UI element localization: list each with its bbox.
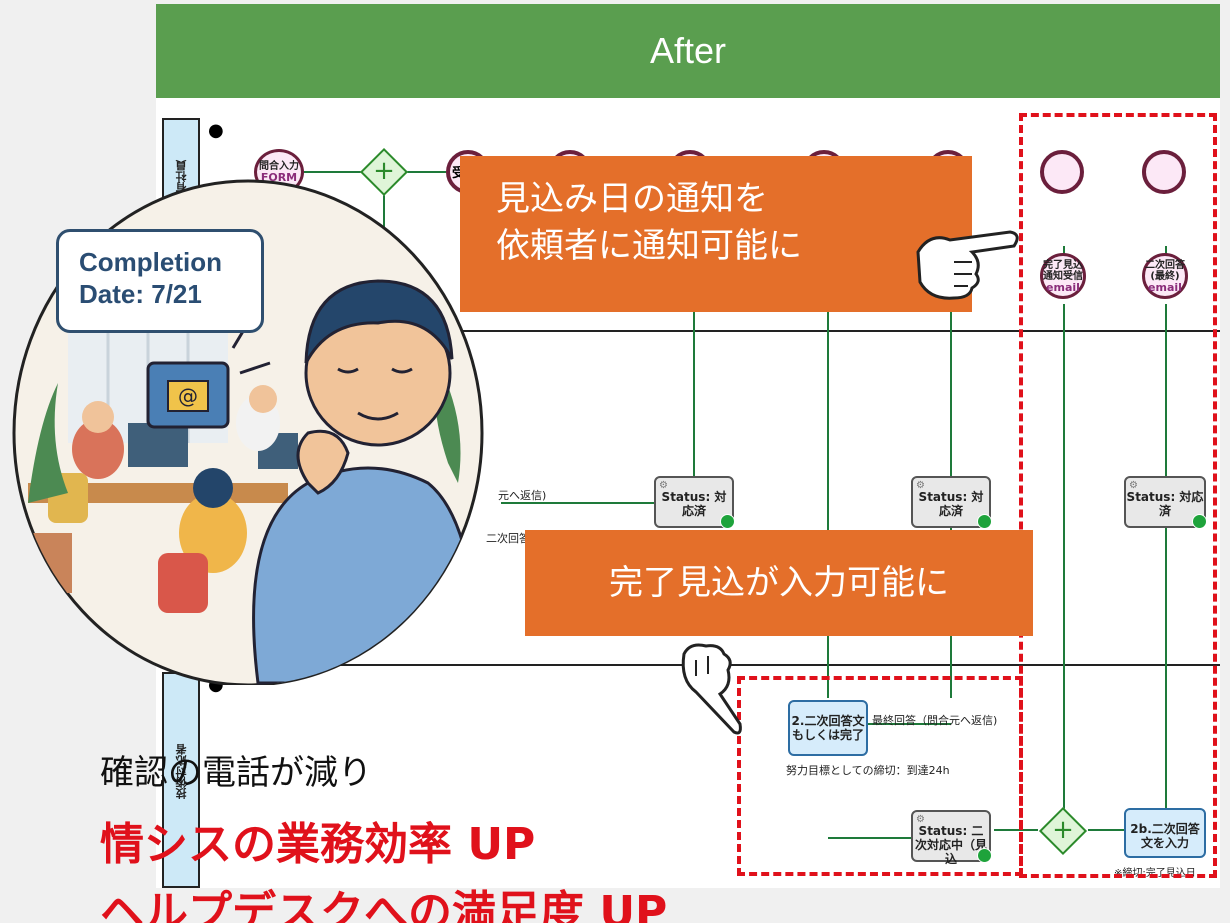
highlight-box-bottom — [737, 676, 1023, 876]
bubble-line1: Completion — [79, 247, 222, 277]
completion-notice-line2: 通知受信 — [1043, 270, 1083, 282]
status-second-task[interactable]: ⚙ Status: 二次対応中（見込 — [911, 810, 992, 866]
person-icon: ● — [208, 120, 224, 141]
flow-label: 元へ返信) — [498, 489, 547, 502]
notify-callout-line1: 見込み日の通知を — [496, 179, 768, 219]
gear-icon: ⚙ — [1129, 480, 1138, 491]
completion-notice-event[interactable]: 完了見込 通知受信 email — [1040, 253, 1086, 299]
gear-icon: ⚙ — [916, 814, 925, 825]
header-title: After — [649, 30, 727, 71]
doc-icon — [720, 514, 735, 529]
doc-icon — [1192, 514, 1207, 529]
pointing-hand-icon — [916, 230, 1019, 300]
second-answer-line1: 二次回答 — [1145, 259, 1185, 271]
start-event-sub: FORM — [260, 171, 298, 184]
plus-icon: + — [373, 156, 395, 186]
lane-label-bottom: 技術対応者 — [162, 672, 200, 888]
task-2b[interactable]: 2b.二次回答文を入力 — [1124, 808, 1206, 858]
notify-callout: 見込み日の通知を 依頼者に通知可能に — [460, 156, 972, 312]
plus-icon: + — [1052, 815, 1074, 845]
pointing-hand-down-icon — [681, 643, 742, 735]
flow-label: 二次回答 — [486, 532, 530, 545]
illustration: @ Completion Date: 7/21 — [8, 163, 488, 687]
end-event[interactable] — [1142, 150, 1186, 194]
status-done-task[interactable]: ⚙ Status: 対応済 — [1124, 476, 1207, 529]
second-answer-task[interactable]: 2.二次回答文もしくは完了 — [788, 700, 868, 756]
flow-label: 最終回答（問合元へ返信) — [872, 714, 998, 727]
summary-line-3: ヘルプデスクへの満足度 UP — [100, 887, 668, 923]
flow-label: 努力目標としての締切：到達24h — [786, 764, 950, 777]
completion-notice-sub: email — [1046, 280, 1080, 294]
second-answer-sub: email — [1148, 280, 1182, 294]
completion-speech-bubble: Completion Date: 7/21 — [56, 229, 264, 333]
input-callout: 完了見込が入力可能に — [525, 530, 1033, 636]
start-event-label: 問合入力 — [259, 161, 299, 172]
end-event[interactable] — [1040, 150, 1084, 194]
gear-icon: ⚙ — [916, 480, 925, 491]
doc-icon — [977, 848, 992, 863]
bubble-line2: Date: 7/21 — [79, 279, 202, 309]
input-callout-text: 完了見込が入力可能に — [609, 562, 949, 603]
status-done-label: Status: 対応済 — [918, 490, 984, 518]
second-answer-task-label: 2.二次回答文もしくは完了 — [791, 714, 865, 742]
completion-notice-line1: 完了見込 — [1043, 259, 1083, 271]
second-answer-line2: (最終) — [1150, 270, 1180, 282]
task-2b-label: 2b.二次回答文を入力 — [1130, 822, 1200, 850]
summary-line-2: 情シスの業務効率 UP — [100, 819, 536, 870]
gear-icon: ⚙ — [659, 480, 668, 491]
flow-label: ※締切:完了見込日 — [1114, 868, 1196, 879]
status-done-label: Status: 対応済 — [661, 490, 727, 518]
notify-callout-line2: 依頼者に通知可能に — [496, 226, 802, 266]
status-done-task[interactable]: ⚙ Status: 対応済 — [654, 476, 735, 529]
summary-line-1: 確認の電話が減り — [100, 753, 372, 793]
svg-text:@: @ — [178, 384, 198, 408]
header-bar: After — [156, 4, 1220, 98]
highlight-box-right — [1019, 113, 1217, 878]
doc-icon — [977, 514, 992, 529]
status-done-label: Status: 対応済 — [1126, 490, 1204, 518]
second-answer-event[interactable]: 二次回答 (最終) email — [1142, 253, 1188, 299]
status-done-task[interactable]: ⚙ Status: 対応済 — [911, 476, 992, 529]
status-second-label: Status: 二次対応中（見込 — [914, 824, 987, 866]
lane-divider — [200, 330, 1220, 332]
